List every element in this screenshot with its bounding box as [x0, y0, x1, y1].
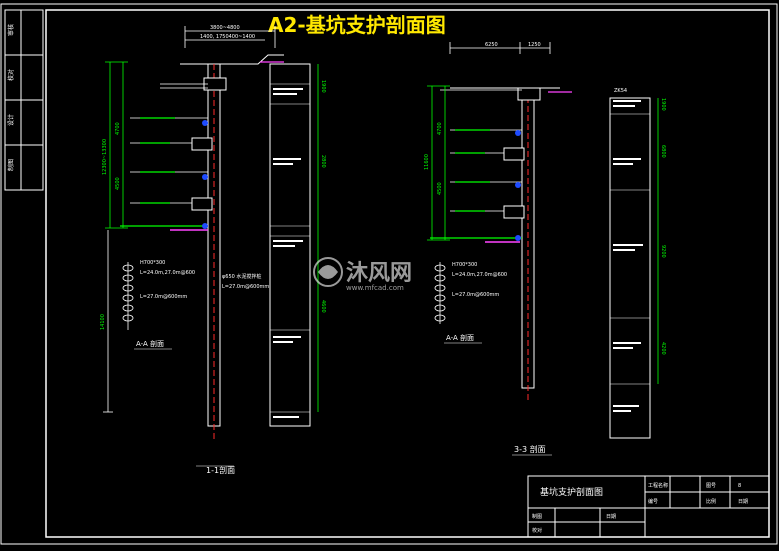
tb-row3-0: 制图 — [532, 513, 542, 520]
s33-dim-top2: 1250 — [528, 42, 541, 48]
s11-soil-2: 2800 — [320, 155, 326, 168]
s11-soil-1: 1900 — [320, 80, 326, 93]
s33-dim-top: 6250 — [485, 42, 498, 48]
s33-top-label: ZK54 — [614, 88, 627, 94]
strip-label-3: 设计 — [7, 114, 15, 126]
tb-row4-0: 校对 — [532, 527, 542, 534]
s11-anchor-len: L=27.0m@600mm — [222, 284, 269, 290]
drawing-title: A2-基坑支护剖面图 — [268, 13, 446, 37]
s11-dim-top2: 1400, 1750400~1400 — [200, 34, 255, 40]
title-block — [527, 475, 770, 538]
strip-label-4: 制图 — [7, 159, 15, 171]
outer-frame — [0, 3, 778, 545]
s33-soil-2: 6800 — [660, 145, 666, 158]
s11-soil-3: 4600 — [320, 300, 326, 313]
left-strip — [4, 9, 44, 191]
tb-row2-0: 编号 — [648, 498, 658, 505]
s33-aa-label: A-A 剖面 — [446, 333, 474, 342]
s33-dim-side2: 4500 — [437, 182, 443, 195]
s11-dim-side: 4700 — [115, 122, 121, 135]
section-3-3: 6250 1250 — [424, 42, 666, 456]
s33-soil-3: 9200 — [660, 245, 666, 258]
s33-anchor-len: L=27.0m@600mm — [452, 292, 499, 298]
inner-frame — [45, 9, 770, 538]
s11-dim-lower: 14100 — [100, 314, 106, 330]
tb-row1-1: 图号 — [706, 483, 716, 489]
s33-soil-1: 1900 — [660, 98, 666, 111]
s11-anchor-spec: φ650 水泥搅拌桩 — [222, 273, 261, 280]
s11-pile-len2: L=27.0m@600mm — [140, 294, 187, 300]
s33-pile-len: L=24.0m,27.0m@600 — [452, 272, 507, 278]
s33-dim-side: 4700 — [437, 122, 443, 135]
watermark-url: www.mfcad.com — [346, 284, 404, 292]
strip-label-2: 校对 — [7, 69, 15, 81]
watermark: 沐风网 www.mfcad.com — [313, 257, 412, 292]
s11-dim-top: 3800~4800 — [210, 25, 240, 31]
tb-row3-1: 日期 — [606, 514, 616, 520]
s33-pile-spec: H700*300 — [452, 262, 477, 268]
tb-row2-1: 比例 — [706, 498, 716, 505]
s33-caption: 3-3 剖面 — [514, 444, 546, 454]
watermark-brand: 沐风网 — [346, 261, 412, 286]
tb-row2-2: 日期 — [738, 499, 748, 505]
s11-dim-left-total: 12300~13300 — [102, 139, 108, 175]
strip-label-1: 审核 — [7, 24, 15, 36]
section-1-1: 3800~4800 1400, 1750400~1400 — [100, 25, 326, 475]
s33-dim-left-total: 11600 — [424, 154, 430, 170]
s11-caption: 1-1剖面 — [206, 465, 235, 475]
s33-soil-4: 4200 — [660, 342, 666, 355]
s11-aa-label: A-A 剖面 — [136, 339, 164, 348]
title-block-name: 基坑支护剖面图 — [540, 486, 603, 498]
s11-dim-side2: 4500 — [115, 177, 121, 190]
tb-row1-0: 工程名称 — [648, 482, 668, 489]
s11-pile-spec: H700*300 — [140, 260, 165, 266]
s11-pile-len: L=24.0m,27.0m@600 — [140, 270, 195, 276]
tb-row1-2: 8 — [738, 483, 741, 489]
